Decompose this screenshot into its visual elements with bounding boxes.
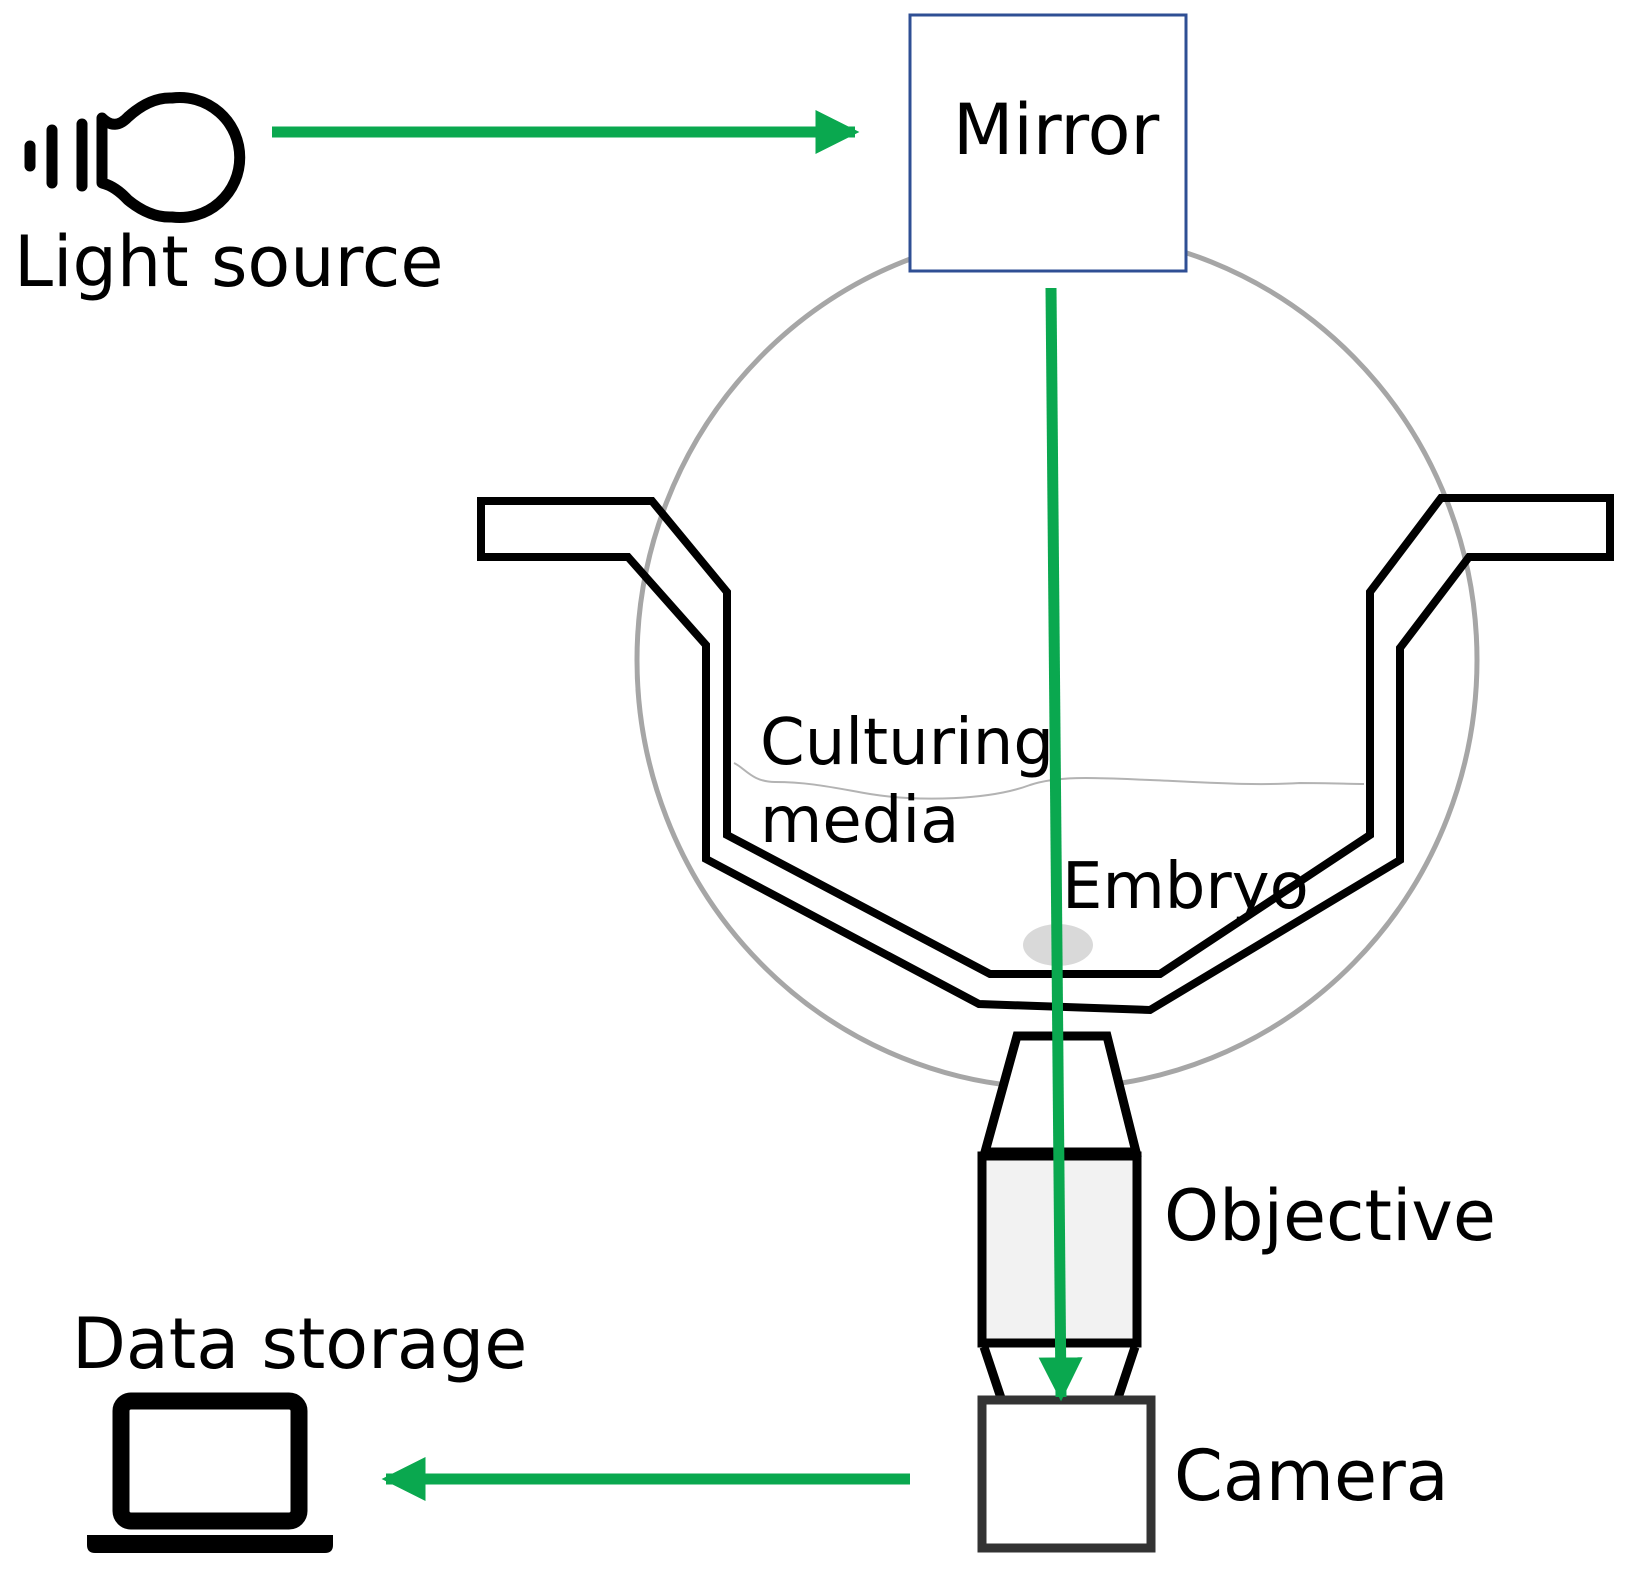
light-bulb-icon	[24, 92, 246, 223]
camera-box	[977, 1395, 1156, 1553]
culture-dish	[477, 494, 1614, 1015]
laptop-icon	[87, 1392, 333, 1553]
objective-label: Objective	[1164, 1175, 1496, 1257]
culturing-media-label-line1: Culturing	[760, 706, 1054, 780]
camera-label: Camera	[1174, 1435, 1449, 1517]
media-surface-line	[733, 762, 1365, 800]
data-storage-label: Data storage	[72, 1303, 527, 1385]
mirror-box	[908, 13, 1188, 273]
dish-inner-wall	[477, 494, 1614, 1015]
objective-base	[979, 1345, 1140, 1400]
mirror-label: Mirror	[953, 89, 1159, 171]
light-source-label: Light source	[14, 221, 443, 303]
light-path-through-sample	[1038, 287, 1083, 1402]
culturing-media-label-line2: media	[760, 784, 959, 858]
embryo-label: Embryo	[1062, 850, 1309, 924]
